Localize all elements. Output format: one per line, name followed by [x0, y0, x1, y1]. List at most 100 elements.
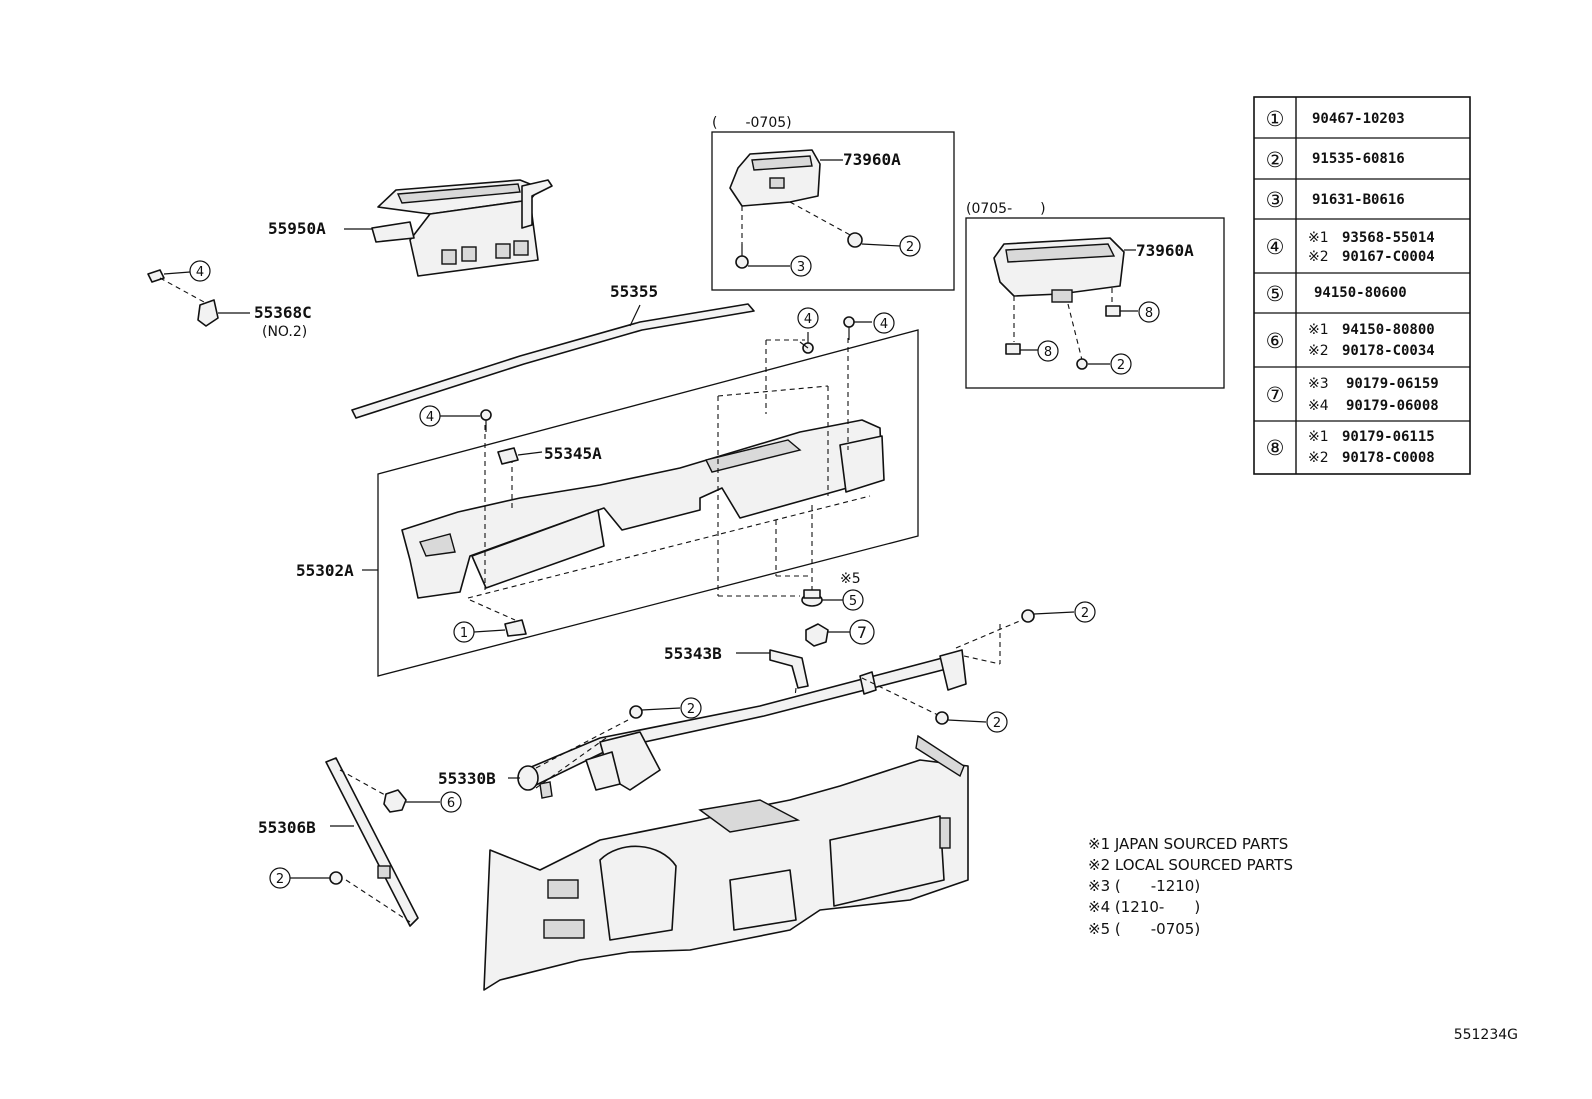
table-row-7-code-1: 90179-06159	[1346, 376, 1439, 392]
svg-text:2: 2	[1117, 358, 1125, 373]
callout-3: 3	[790, 255, 812, 277]
nut-5[interactable]	[801, 589, 823, 607]
svg-text:2: 2	[276, 872, 284, 887]
callout-2-bar-top: 2	[1074, 601, 1096, 623]
bolt-2-brace[interactable]	[329, 871, 343, 885]
table-row-6-mark-2: ※2	[1308, 343, 1329, 359]
bolt-4-a[interactable]	[480, 409, 492, 432]
table-row-8-num: ⑧	[1266, 436, 1285, 460]
svg-text:2: 2	[1081, 606, 1089, 621]
part-73960A-right-drawing[interactable]	[993, 237, 1125, 303]
label-55345A: 55345A	[544, 444, 602, 463]
note-2: ※2 LOCAL SOURCED PARTS	[1088, 856, 1293, 874]
svg-text:4: 4	[880, 317, 888, 332]
part-55345A-drawing[interactable]	[497, 447, 519, 465]
svg-text:7: 7	[857, 623, 867, 642]
label-73960A-left: 73960A	[843, 150, 901, 169]
table-row-4-mark-2: ※2	[1308, 249, 1329, 265]
callout-2-left-inset: 2	[899, 235, 921, 257]
svg-text:6: 6	[447, 796, 455, 811]
table-row-7-mark-1: ※3	[1308, 376, 1329, 392]
svg-text:5: 5	[849, 594, 857, 609]
table-row-6-code-1: 94150-80800	[1342, 322, 1435, 338]
callout-4-panel-left: 4	[419, 405, 441, 427]
part-55950A-drawing[interactable]	[371, 179, 553, 277]
callout-6: 6	[440, 791, 462, 813]
bolt-4-c[interactable]	[843, 316, 855, 340]
callout-8-b: 8	[1037, 340, 1059, 362]
inset-right-caption: (0705- )	[966, 201, 1046, 217]
table-row-7-mark-2: ※4	[1308, 398, 1329, 414]
callout-2-bar-left: 2	[680, 697, 702, 719]
table-row-8-code-1: 90179-06115	[1342, 429, 1435, 445]
label-55355: 55355	[610, 282, 658, 301]
table-row-7-num: ⑦	[1266, 383, 1285, 407]
callout-4-panel-mid: 4	[797, 307, 819, 329]
table-row-7-code-2: 90179-06008	[1346, 398, 1439, 414]
label-55302A: 55302A	[296, 561, 354, 580]
bolt-2-bar-right[interactable]	[935, 711, 949, 725]
bolt-3[interactable]	[735, 244, 749, 269]
bolt-4-b[interactable]	[799, 341, 814, 354]
nut-8-b[interactable]	[1005, 343, 1021, 355]
bolt-2-right-inset[interactable]	[1076, 358, 1088, 370]
table-row-8-code-2: 90178-C0008	[1342, 450, 1435, 466]
parts-table: ① 90467-10203 ② 91535-60816 ③ 91631-B061…	[1253, 96, 1471, 475]
label-55343B: 55343B	[664, 644, 722, 663]
table-row-2-num: ②	[1266, 148, 1285, 172]
svg-text:4: 4	[196, 265, 204, 280]
table-row-4-code-1: 93568-55014	[1342, 230, 1435, 246]
part-55330B-drawing[interactable]	[517, 649, 967, 799]
table-row-3-code: 91631-B0616	[1312, 192, 1405, 208]
clip-1[interactable]	[504, 619, 527, 637]
table-row-6-mark-1: ※1	[1308, 322, 1329, 338]
part-55355-drawing[interactable]	[351, 303, 755, 419]
callout-2-brace: 2	[269, 867, 291, 889]
nut-7[interactable]	[805, 623, 829, 647]
svg-text:2: 2	[687, 702, 695, 717]
part-55302A-drawing[interactable]	[401, 419, 885, 599]
note-5: ※5 ( -0705)	[1088, 920, 1200, 938]
table-row-8-mark-1: ※1	[1308, 429, 1329, 445]
svg-text:2: 2	[993, 716, 1001, 731]
table-row-4-num: ④	[1266, 235, 1285, 259]
callout-4-top-left: 4	[189, 260, 211, 282]
table-row-6-code-2: 90178-C0034	[1342, 343, 1435, 359]
svg-text:2: 2	[906, 240, 914, 255]
label-55950A: 55950A	[268, 219, 326, 238]
lower-panel-drawing[interactable]	[483, 734, 969, 991]
bolt-2-left-inset[interactable]	[847, 232, 863, 248]
nut-6[interactable]	[383, 789, 407, 813]
svg-text:1: 1	[460, 626, 468, 641]
label-mark5: ※5	[840, 571, 861, 587]
part-55343B-drawing[interactable]	[769, 649, 809, 689]
label-73960A-right: 73960A	[1136, 241, 1194, 260]
callout-1: 1	[453, 621, 475, 643]
inset-left-caption: ( -0705)	[712, 115, 792, 131]
table-row-2-code: 91535-60816	[1312, 151, 1405, 167]
note-1: ※1 JAPAN SOURCED PARTS	[1088, 835, 1288, 853]
diagram-code: 551234G	[1454, 1027, 1518, 1043]
svg-text:8: 8	[1145, 306, 1153, 321]
note-3: ※3 ( -1210)	[1088, 877, 1200, 895]
note-4: ※4 (1210- )	[1088, 898, 1200, 916]
label-55330B: 55330B	[438, 769, 496, 788]
callout-7: 7	[849, 619, 875, 645]
part-73960A-left-drawing[interactable]	[729, 149, 821, 207]
table-row-3-num: ③	[1266, 188, 1285, 212]
part-55368C-drawing[interactable]	[147, 269, 219, 327]
nut-8-a[interactable]	[1105, 305, 1121, 317]
label-55368C: 55368C	[254, 303, 312, 322]
table-row-5-code: 94150-80600	[1314, 285, 1407, 301]
callout-4-panel-right: 4	[873, 312, 895, 334]
callout-2-bar-right: 2	[986, 711, 1008, 733]
callout-5: 5	[842, 589, 864, 611]
part-55306B-drawing[interactable]	[325, 757, 419, 927]
callout-8-a: 8	[1138, 301, 1160, 323]
notes: ※1 JAPAN SOURCED PARTS ※2 LOCAL SOURCED …	[1088, 835, 1293, 938]
table-row-4-mark-1: ※1	[1308, 230, 1329, 246]
bolt-2-bar-top[interactable]	[1021, 609, 1035, 623]
bolt-2-bar-left[interactable]	[629, 705, 643, 719]
table-row-1-code: 90467-10203	[1312, 111, 1405, 127]
